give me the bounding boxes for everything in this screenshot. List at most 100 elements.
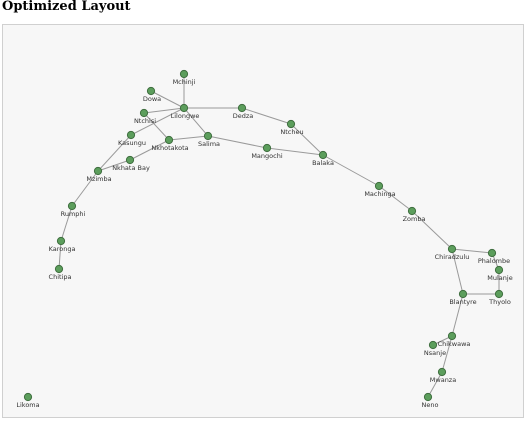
node-label: Balaka bbox=[312, 159, 334, 167]
node-label: Zomba bbox=[403, 215, 426, 223]
node-label: Machinga bbox=[364, 190, 395, 198]
edge-kasungu-mzimba bbox=[97, 134, 132, 172]
node-marker[interactable] bbox=[458, 289, 468, 299]
node-label: Ntchisi bbox=[134, 117, 156, 125]
node-marker[interactable] bbox=[374, 181, 384, 191]
edge-dowa-lilongwe bbox=[150, 90, 185, 109]
node-marker[interactable] bbox=[146, 86, 156, 96]
node-marker[interactable] bbox=[437, 367, 447, 377]
page-title: Optimized Layout bbox=[2, 0, 131, 14]
node-salima[interactable]: Salima bbox=[198, 131, 220, 148]
node-marker[interactable] bbox=[286, 119, 296, 129]
node-label: Kasungu bbox=[118, 139, 146, 147]
node-marker[interactable] bbox=[23, 392, 33, 402]
node-marker[interactable] bbox=[54, 264, 64, 274]
node-nsanje[interactable]: Nsanje bbox=[424, 340, 446, 357]
node-marker[interactable] bbox=[494, 265, 504, 275]
node-label: Mzimba bbox=[86, 175, 111, 183]
edge-chiradzulu-blantyre bbox=[451, 248, 464, 295]
node-marker[interactable] bbox=[407, 206, 417, 216]
node-marker[interactable] bbox=[93, 166, 103, 176]
edge-chikwawa-mwanza bbox=[441, 335, 453, 373]
node-label: Dedza bbox=[233, 112, 254, 120]
node-blantyre[interactable]: Blantyre bbox=[449, 289, 477, 306]
node-marker[interactable] bbox=[203, 131, 213, 141]
node-label: Dowa bbox=[143, 95, 161, 103]
node-nkhotakota[interactable]: Nkhotakota bbox=[151, 135, 189, 152]
node-label: Mchinji bbox=[173, 78, 196, 86]
node-marker[interactable] bbox=[318, 150, 328, 160]
node-label: Nsanje bbox=[424, 349, 446, 357]
node-lilongwe[interactable]: Lilongwe bbox=[171, 103, 200, 120]
node-zomba[interactable]: Zomba bbox=[403, 206, 426, 223]
node-marker[interactable] bbox=[447, 331, 457, 341]
node-karonga[interactable]: Karonga bbox=[49, 236, 76, 253]
node-label: Thyolo bbox=[488, 298, 511, 306]
node-chiradzulu[interactable]: Chiradzulu bbox=[435, 244, 470, 261]
node-kasungu[interactable]: Kasungu bbox=[118, 130, 146, 147]
node-label: Karonga bbox=[49, 245, 76, 253]
edge-karonga-chitipa bbox=[58, 240, 62, 270]
node-marker[interactable] bbox=[126, 130, 136, 140]
node-label: Chikwawa bbox=[438, 340, 471, 348]
edge-ntchisi-lilongwe bbox=[143, 107, 185, 114]
edge-mzimba-rumphi bbox=[71, 170, 99, 207]
node-label: Lilongwe bbox=[171, 112, 200, 120]
node-marker[interactable] bbox=[139, 108, 149, 118]
node-label: Chiradzulu bbox=[435, 253, 470, 261]
node-chitipa[interactable]: Chitipa bbox=[49, 264, 72, 281]
node-label: Neno bbox=[422, 401, 439, 409]
node-marker[interactable] bbox=[487, 248, 497, 258]
node-marker[interactable] bbox=[125, 155, 135, 165]
edge-salima-mangochi bbox=[207, 135, 268, 149]
node-machinga[interactable]: Machinga bbox=[364, 181, 396, 198]
node-likoma[interactable]: Likoma bbox=[16, 392, 40, 409]
node-mulanje[interactable]: Mulanje bbox=[487, 265, 513, 282]
node-marker[interactable] bbox=[164, 135, 174, 145]
node-label: Mwanza bbox=[430, 376, 456, 384]
edge-ntchisi-nkhotakota bbox=[143, 112, 170, 141]
node-ntcheu[interactable]: Ntcheu bbox=[280, 119, 304, 136]
node-thyolo[interactable]: Thyolo bbox=[488, 289, 511, 306]
edge-zomba-chiradzulu bbox=[411, 210, 453, 250]
node-mzimba[interactable]: Mzimba bbox=[86, 166, 112, 183]
node-balaka[interactable]: Balaka bbox=[312, 150, 334, 167]
edge-ntcheu-balaka bbox=[290, 123, 324, 156]
node-nkhatabay[interactable]: Nkhata Bay bbox=[112, 155, 150, 172]
edge-nkhotakota-nkhatabay bbox=[129, 139, 170, 161]
node-marker[interactable] bbox=[423, 392, 433, 402]
edge-nkhatabay-mzimba bbox=[97, 159, 131, 172]
node-marker[interactable] bbox=[179, 103, 189, 113]
edge-chiradzulu-phalombe bbox=[451, 248, 493, 254]
node-mwanza[interactable]: Mwanza bbox=[430, 367, 456, 384]
edge-lilongwe-salima bbox=[183, 107, 209, 137]
node-marker[interactable] bbox=[494, 289, 504, 299]
node-marker[interactable] bbox=[262, 143, 272, 153]
edge-nkhotakota-salima bbox=[168, 135, 209, 141]
node-marker[interactable] bbox=[447, 244, 457, 254]
node-label: Chitipa bbox=[49, 273, 72, 281]
node-mangochi[interactable]: Mangochi bbox=[251, 143, 283, 160]
node-ntchisi[interactable]: Ntchisi bbox=[134, 108, 156, 125]
edge-machinga-zomba bbox=[378, 185, 413, 212]
node-label: Blantyre bbox=[449, 298, 476, 306]
node-phalombe[interactable]: Phalombe bbox=[478, 248, 510, 265]
node-dowa[interactable]: Dowa bbox=[143, 86, 161, 103]
node-marker[interactable] bbox=[428, 340, 438, 350]
node-label: Rumphi bbox=[61, 210, 86, 218]
edge-rumphi-karonga bbox=[60, 205, 73, 242]
node-label: Ntcheu bbox=[280, 128, 303, 136]
edge-lilongwe-kasungu bbox=[130, 107, 185, 136]
node-chikwawa[interactable]: Chikwawa bbox=[438, 331, 471, 348]
node-marker[interactable] bbox=[237, 103, 247, 113]
node-marker[interactable] bbox=[67, 201, 77, 211]
node-neno[interactable]: Neno bbox=[422, 392, 439, 409]
edge-mangochi-balaka bbox=[266, 147, 324, 156]
node-marker[interactable] bbox=[179, 69, 189, 79]
edge-mwanza-neno bbox=[427, 371, 443, 398]
node-mchinji[interactable]: Mchinji bbox=[173, 69, 196, 86]
node-marker[interactable] bbox=[56, 236, 66, 246]
node-rumphi[interactable]: Rumphi bbox=[61, 201, 86, 218]
node-dedza[interactable]: Dedza bbox=[233, 103, 254, 120]
